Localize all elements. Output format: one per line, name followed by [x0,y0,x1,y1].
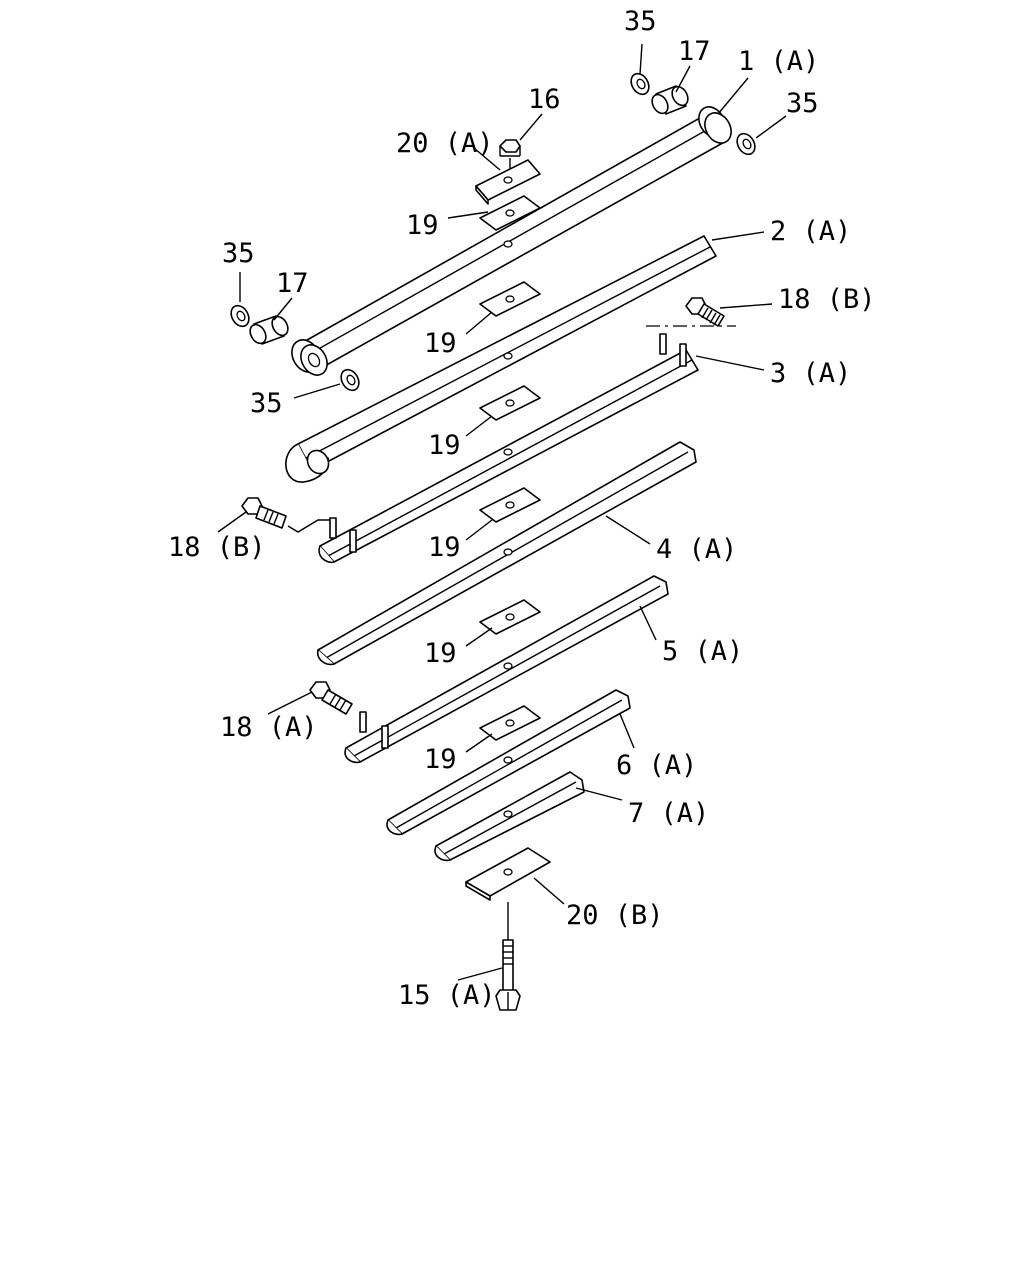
part-labels: 35 17 1 (A) 35 16 20 (A) 19 2 (A) 35 17 … [168,6,876,1011]
leaf-1a [291,106,732,376]
pad-19-3 [479,385,541,421]
label-7a: 7 (A) [628,798,709,829]
bushing-17-left [249,315,289,345]
label-18b-left: 18 (B) [168,532,266,563]
label-17-top: 17 [678,36,711,67]
label-19-1: 19 [406,210,439,241]
label-6a: 6 (A) [616,750,697,781]
bolt-18b-right [646,297,736,327]
washer-35-top [630,72,650,96]
pad-19-6 [479,705,541,741]
label-19-4: 19 [428,532,461,563]
leader-lines [217,43,787,981]
bolt-18b-left [241,497,330,533]
leaf-3a [318,333,699,564]
pad-19-2 [479,281,541,317]
label-18b-right: 18 (B) [778,284,876,315]
label-19-2: 19 [424,328,457,359]
leaf-6a [386,689,631,836]
label-19-3: 19 [428,430,461,461]
washer-35-bottom [340,368,360,392]
pad-19-4 [479,487,541,523]
label-35-top: 35 [624,6,657,37]
label-19-6: 19 [424,744,457,775]
label-20a: 20 (A) [396,128,494,159]
label-17-left: 17 [276,268,309,299]
label-5a: 5 (A) [662,636,743,667]
leaf-2a [285,235,717,483]
label-18a: 18 (A) [220,712,318,743]
leaf-7a [434,771,585,862]
washer-35-right [736,132,756,156]
label-35-right: 35 [786,88,819,119]
bushing-17-top [651,85,689,115]
center-bolt-15a [495,902,521,1011]
washer-35-left [230,304,250,328]
plate-20a [475,159,541,205]
pad-19-5 [479,599,541,635]
label-4a: 4 (A) [656,534,737,565]
label-3a: 3 (A) [770,358,851,389]
plate-20b [465,847,551,901]
leaf-5a [344,575,669,764]
label-2a: 2 (A) [770,216,851,247]
label-15a: 15 (A) [398,980,496,1011]
label-1a: 1 (A) [738,46,819,77]
pad-19-1 [479,195,541,231]
bolt-18a [309,681,353,715]
label-35-bottom: 35 [250,388,283,419]
label-20b: 20 (B) [566,900,664,931]
label-19-5: 19 [424,638,457,669]
leaf-4a [316,441,697,666]
label-16: 16 [528,84,561,115]
label-35-left: 35 [222,238,255,269]
